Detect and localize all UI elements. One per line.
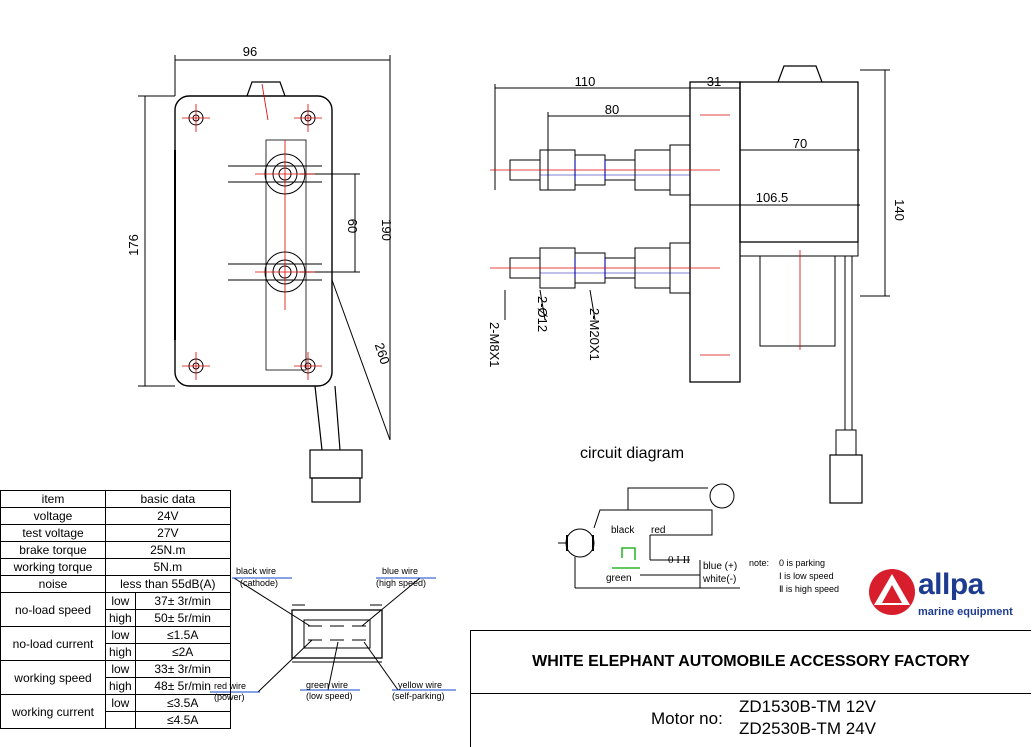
dim-length-110: 110 — [575, 74, 596, 89]
motor-12v: ZD1530B-TM 12V — [739, 697, 876, 716]
row-value: 24V — [105, 507, 231, 525]
front-view — [138, 55, 391, 503]
row-label: voltage — [0, 507, 106, 525]
row-label: working speed — [0, 660, 106, 695]
brand-tagline: marine equipment — [918, 606, 1013, 618]
dim-spacing-60: 60 — [345, 219, 360, 233]
brand-logo: allpa marine equipment — [868, 566, 1018, 622]
table-row: voltage 24V — [0, 507, 231, 525]
row-label: working current — [0, 694, 106, 729]
table-row: working torque 5N.m — [0, 558, 231, 576]
row-value: 50± 5r/min — [134, 609, 231, 627]
hole-12-label: 2-Ø12 — [535, 296, 550, 332]
row-label: no-load speed — [0, 592, 106, 627]
row-sub: high — [105, 677, 136, 695]
row-value: 37± 3r/min — [134, 592, 231, 610]
row-sub: high — [105, 609, 136, 627]
row-value: 48± 5r/min — [134, 677, 231, 695]
dim-height-190: 190 — [379, 219, 394, 241]
row-label: brake torque — [0, 541, 106, 559]
brand-name: allpa — [918, 568, 984, 601]
motor-label: Motor no: — [651, 709, 723, 728]
row-label: working torque — [0, 558, 106, 576]
dim-height-176: 176 — [126, 234, 141, 256]
circuit-label-red: red — [651, 525, 665, 536]
dim-width-31: 31 — [707, 74, 721, 89]
row-value: 33± 3r/min — [134, 660, 231, 678]
row-value: 25N.m — [105, 541, 231, 559]
row-sub: high — [105, 643, 136, 661]
dim-height-140: 140 — [892, 199, 907, 221]
circuit-label-blue: blue (+) — [703, 561, 737, 572]
thread-m8-label: 2-M8X1 — [487, 322, 502, 368]
row-label: noise — [0, 575, 106, 593]
table-row: ≤4.5A — [1, 711, 231, 729]
row-value: 5N.m — [105, 558, 231, 576]
table-row: working current low ≤3.5A — [0, 694, 231, 729]
row-value: ≤1.5A — [134, 626, 231, 644]
title-block: WHITE ELEPHANT AUTOMOBILE ACCESSORY FACT… — [470, 630, 1031, 747]
table-row: no-load current low ≤1.5A — [0, 626, 231, 661]
connector-black-wire-sub: (cathode) — [240, 578, 278, 588]
circuit-label-green: green — [606, 573, 632, 584]
row-sub: low — [105, 626, 136, 644]
allpa-logo-icon — [869, 569, 915, 615]
spec-table: item basic data voltage 24V test voltage… — [0, 490, 231, 729]
circuit-diagram-title: circuit diagram — [580, 445, 684, 462]
row-sub: low — [105, 694, 136, 712]
row-sub: low — [105, 660, 136, 678]
circuit-label-white: white(-) — [702, 574, 736, 585]
connector-blue-wire: blue wire — [382, 566, 418, 576]
row-label: test voltage — [0, 524, 106, 542]
connector-blue-wire-sub: (high speed) — [376, 578, 426, 588]
row-value: less than 55dB(A) — [105, 575, 231, 593]
row-value: 27V — [105, 524, 231, 542]
circuit-note-1: Ⅰ is low speed — [779, 571, 834, 581]
connector-green-wire-sub: (low speed) — [306, 691, 353, 701]
connector-black-wire: black wire — [236, 566, 276, 576]
connector-yellow-wire: yellow wire — [398, 680, 442, 690]
table-row: high 48± 5r/min — [1, 677, 231, 695]
table-row: working speed low 33± 3r/min — [0, 660, 231, 695]
table-row: item basic data — [0, 490, 231, 508]
circuit-note-2: Ⅱ is high speed — [779, 584, 839, 594]
table-row: noise less than 55dB(A) — [0, 575, 231, 593]
side-view — [494, 65, 890, 504]
row-value: ≤2A — [134, 643, 231, 661]
row-sub — [105, 711, 136, 729]
thread-m20-label: 2-M20X1 — [587, 308, 602, 361]
header-item: item — [0, 490, 106, 508]
circuit-note-label: note: — [749, 558, 769, 568]
circuit-label-black: black — [611, 525, 635, 536]
table-row: no-load speed low 37± 3r/min — [0, 592, 231, 627]
table-row: brake torque 25N.m — [0, 541, 231, 559]
row-label: no-load current — [0, 626, 106, 661]
connector-yellow-wire-sub: (self-parking) — [392, 691, 445, 701]
circuit-switch-positions: 0 I II — [668, 554, 690, 566]
header-basic: basic data — [105, 490, 231, 508]
circuit-diagram — [558, 483, 740, 589]
dim-length-260: 260 — [372, 341, 393, 366]
dim-length-106-5: 106.5 — [756, 190, 789, 205]
connector-green-wire: green wire — [306, 680, 348, 690]
motor-24v: ZD2530B-TM 24V — [739, 719, 876, 738]
row-sub: low — [105, 592, 136, 610]
dim-diameter-70: 70 — [793, 136, 807, 151]
dim-width-96: 96 — [243, 44, 257, 59]
row-value: ≤4.5A — [134, 711, 231, 729]
circuit-note-0: 0 is parking — [779, 558, 825, 568]
dim-length-80: 80 — [605, 102, 619, 117]
factory-name: WHITE ELEPHANT AUTOMOBILE ACCESSORY FACT… — [471, 631, 1031, 694]
row-value: ≤3.5A — [134, 694, 231, 712]
table-row: test voltage 27V — [0, 524, 231, 542]
connector-diagram — [233, 577, 421, 693]
